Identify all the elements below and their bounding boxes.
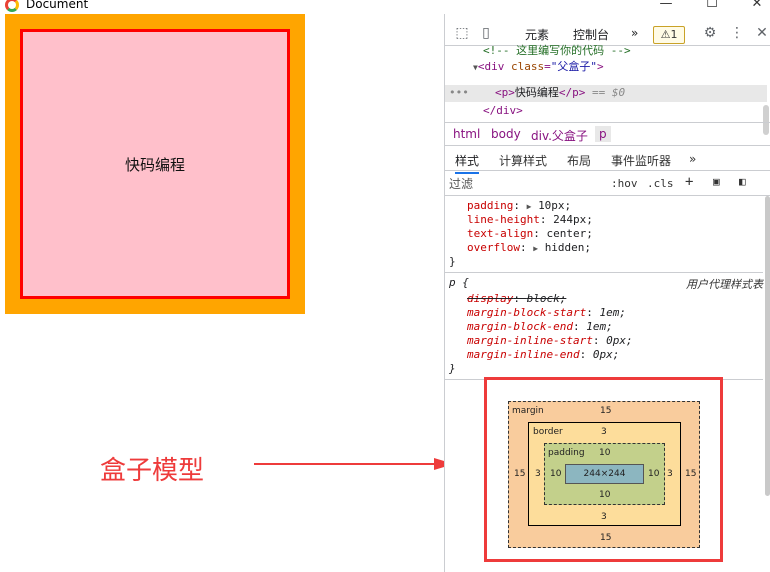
tab-console[interactable]: 控制台	[573, 28, 610, 42]
padding-left-value[interactable]: 10	[550, 469, 562, 479]
window-titlebar: Document — ☐ ✕	[0, 0, 770, 14]
selected-node-highlight	[445, 85, 767, 102]
rule-divider	[445, 272, 763, 273]
ua-prop-margin-inline-start: margin-inline-start: 0px;	[467, 334, 633, 347]
more-tabs-button[interactable]: »	[631, 26, 639, 40]
style-prop-padding[interactable]: padding: ▶ 10px;	[467, 199, 572, 212]
boxmodel-content[interactable]: 244×244	[565, 464, 644, 484]
breadcrumb: html body div.父盒子 p	[445, 122, 770, 146]
dom-div-close: </div>	[483, 104, 523, 117]
dom-tree: <!-- 这里编写你的代码 --> ▼<div class="父盒子"> •••…	[445, 44, 770, 135]
margin-label: margin	[512, 406, 544, 416]
ua-prop-margin-block-start: margin-block-start: 1em;	[467, 306, 626, 319]
child-box-text: 快码编程	[124, 155, 185, 174]
cls-toggle[interactable]: .cls	[647, 177, 674, 190]
ua-prop-display: display: block;	[467, 292, 567, 305]
dom-comment: <!-- 这里编写你的代码 -->	[483, 44, 631, 57]
devtools-toolbar: ⬚ ▯ 元素 控制台 » ⚠1 ⚙ ⋮ ✕	[445, 18, 770, 46]
content-size: 244×244	[583, 469, 626, 479]
border-top-value[interactable]: 3	[601, 427, 607, 437]
tab-layout[interactable]: 布局	[567, 154, 592, 168]
style-prop-line-height[interactable]: line-height: 244px;	[467, 213, 593, 226]
tab-elements[interactable]: 元素	[525, 28, 550, 42]
close-button[interactable]: ✕	[751, 0, 763, 11]
close-devtools-icon[interactable]: ✕	[756, 25, 768, 41]
ua-rule-close-brace: }	[449, 362, 456, 375]
inspect-element-icon[interactable]: ⬚	[455, 25, 469, 41]
dom-node-div[interactable]: ▼<div class="父盒子">	[473, 60, 604, 73]
border-bottom-value[interactable]: 3	[601, 512, 607, 522]
border-label: border	[533, 427, 563, 437]
margin-right-value[interactable]: 15	[685, 469, 697, 479]
styles-pane: padding: ▶ 10px; line-height: 244px; tex…	[445, 197, 763, 380]
settings-gear-icon[interactable]: ⚙	[703, 25, 717, 41]
window-title: Document	[26, 0, 89, 11]
padding-label: padding	[548, 448, 585, 458]
dom-scrollbar[interactable]	[763, 105, 769, 135]
crumb-p[interactable]: p	[595, 126, 611, 142]
browser-logo-icon	[5, 0, 19, 12]
annotation-arrow	[254, 458, 454, 470]
ua-rule-selector: p {	[449, 276, 469, 289]
node-actions-ellipsis[interactable]: •••	[449, 86, 469, 99]
warning-count: 1	[670, 28, 678, 41]
styles-scrollbar[interactable]	[765, 196, 770, 496]
ua-prop-margin-inline-end: margin-inline-end: 0px;	[467, 348, 620, 361]
boxmodel-highlight-frame	[484, 377, 723, 562]
styles-subtabs: 样式 计算样式 布局 事件监听器 »	[445, 147, 770, 174]
border-left-value[interactable]: 3	[535, 469, 541, 479]
new-rule-plus-icon[interactable]: +	[685, 174, 694, 190]
margin-left-value[interactable]: 15	[514, 469, 526, 479]
tab-styles[interactable]: 样式	[455, 152, 480, 174]
parent-box: 快码编程	[5, 14, 305, 314]
paint-brush-icon[interactable]: ▣	[713, 175, 720, 188]
hov-toggle[interactable]: :hov	[611, 177, 638, 190]
child-box: 快码编程	[20, 29, 290, 299]
padding-right-value[interactable]: 10	[648, 469, 660, 479]
rule-close-brace: }	[449, 255, 456, 268]
border-right-value[interactable]: 3	[667, 469, 673, 479]
tab-event-listeners[interactable]: 事件监听器	[611, 154, 672, 168]
padding-bottom-value[interactable]: 10	[599, 490, 611, 500]
crumb-html[interactable]: html	[453, 127, 481, 141]
margin-bottom-value[interactable]: 15	[600, 533, 612, 543]
crumb-body[interactable]: body	[491, 127, 521, 141]
box-model-annotation: 盒子模型	[100, 456, 205, 486]
minimize-button[interactable]: —	[659, 0, 673, 11]
warning-badge[interactable]: ⚠1	[653, 26, 685, 44]
more-subtabs-button[interactable]: »	[689, 152, 697, 166]
more-options-icon[interactable]: ⋮	[730, 25, 744, 41]
style-prop-text-align[interactable]: text-align: center;	[467, 227, 593, 240]
expand-triangle-icon[interactable]: ▼	[473, 63, 478, 72]
maximize-button[interactable]: ☐	[706, 0, 718, 11]
dom-node-p[interactable]: <p>快码编程</p> == $0	[495, 86, 626, 99]
device-toolbar-icon[interactable]: ▯	[482, 25, 490, 41]
styles-filterbar: :hov .cls + ▣ ◧	[445, 172, 770, 196]
padding-top-value[interactable]: 10	[599, 448, 611, 458]
styles-filter-input[interactable]	[449, 175, 599, 193]
warning-icon: ⚠	[660, 28, 671, 41]
ua-prop-margin-block-end: margin-block-end: 1em;	[467, 320, 613, 333]
tab-computed[interactable]: 计算样式	[499, 154, 548, 168]
style-prop-overflow[interactable]: overflow: ▶ hidden;	[467, 241, 592, 254]
toggle-sidebar-icon[interactable]: ◧	[739, 175, 746, 188]
ua-stylesheet-label: 用户代理样式表	[686, 278, 763, 291]
margin-top-value[interactable]: 15	[600, 406, 612, 416]
crumb-div[interactable]: div.父盒子	[531, 129, 588, 143]
